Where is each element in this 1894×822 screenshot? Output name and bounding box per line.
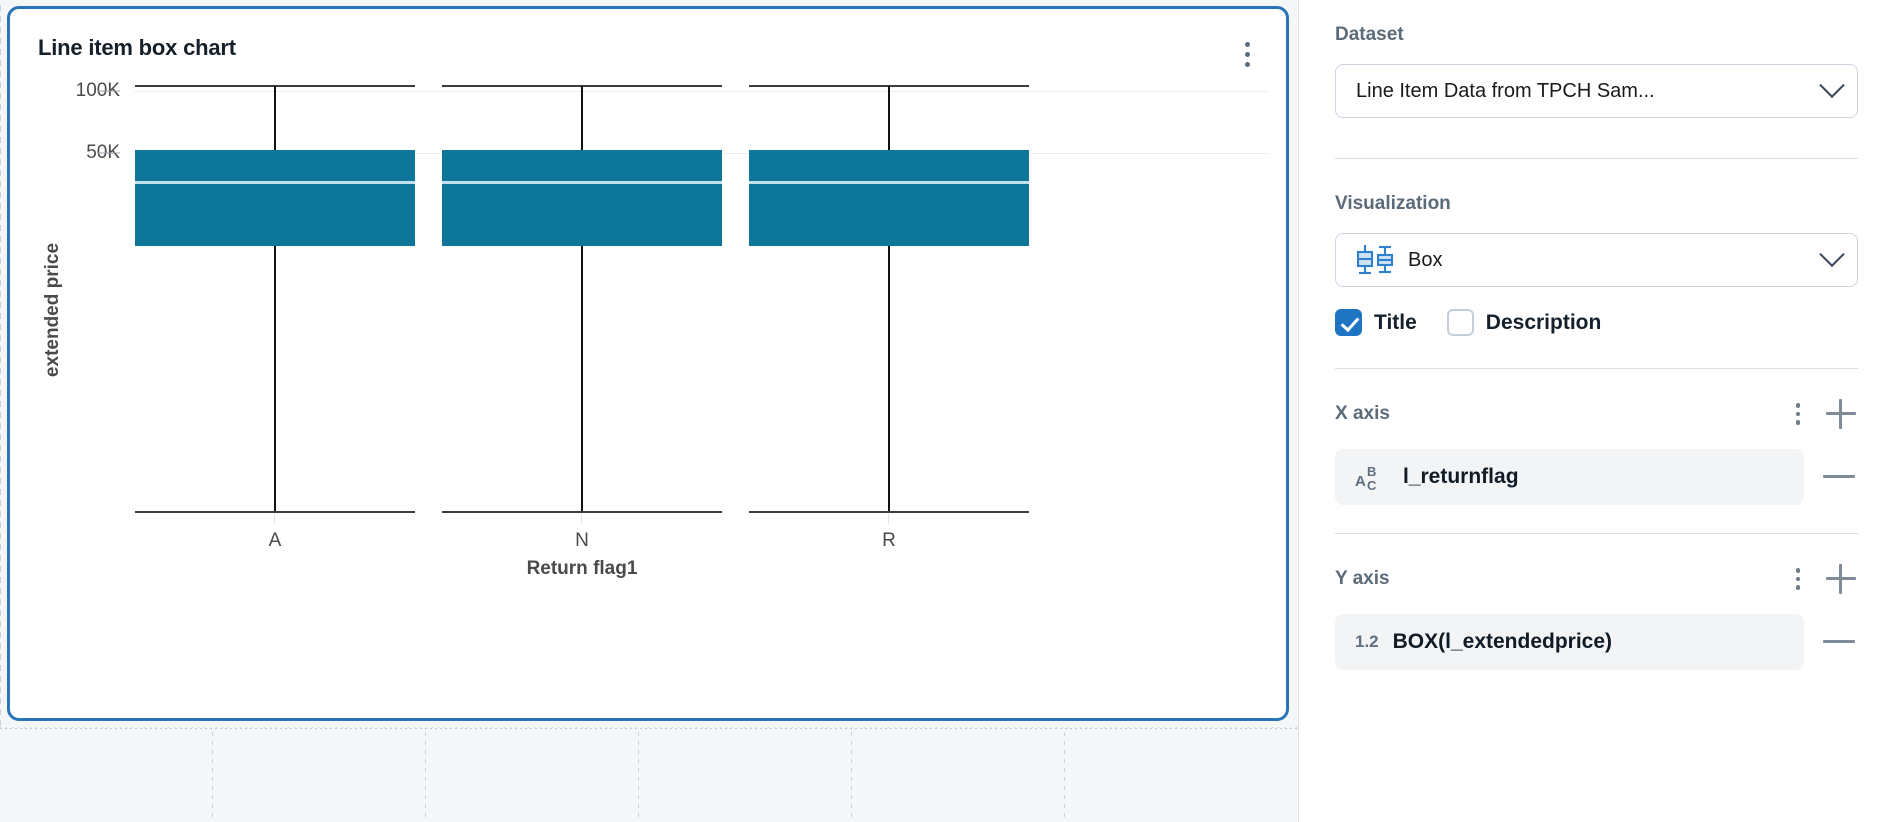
- grid-column-divider: [425, 732, 426, 822]
- y-axis-plus-icon[interactable]: [1824, 562, 1858, 596]
- box-iqr: [749, 150, 1029, 246]
- visualization-toggles: Title Description: [1335, 309, 1858, 336]
- whisker-line-lower: [888, 246, 890, 512]
- dataset-select[interactable]: Line Item Data from TPCH Sam...: [1335, 64, 1858, 118]
- visualization-label: Visualization: [1335, 193, 1451, 214]
- x-axis-kebab-menu-icon[interactable]: [1788, 400, 1808, 428]
- y-tick-label: 100K: [75, 80, 120, 101]
- whisker-line-upper: [888, 86, 890, 150]
- whisker-cap-lower: [749, 511, 1029, 513]
- y-tick-mark: [98, 90, 120, 92]
- box-group-r[interactable]: R: [749, 9, 1029, 718]
- x-tick-mark: [888, 514, 889, 524]
- box-median-line: [442, 181, 722, 184]
- x-axis-field-row: A B C l_returnflag: [1335, 449, 1858, 505]
- box-plot-icon: [1356, 243, 1396, 277]
- grid-column-divider: [638, 732, 639, 822]
- dataset-section-header: Dataset: [1335, 24, 1858, 46]
- visualization-select-value: Box: [1408, 248, 1443, 271]
- x-tick-mark: [581, 514, 582, 524]
- box-iqr: [442, 150, 722, 246]
- title-checkbox-label: Title: [1374, 310, 1417, 334]
- description-checkbox[interactable]: [1446, 309, 1474, 336]
- whisker-cap-lower: [135, 511, 415, 513]
- dataset-select-value: Line Item Data from TPCH Sam...: [1356, 79, 1655, 102]
- box-group-a[interactable]: A: [135, 9, 415, 718]
- x-axis-section-header: X axis: [1335, 397, 1858, 431]
- y-axis-section-header: Y axis: [1335, 562, 1858, 596]
- x-tick-mark: [274, 514, 275, 524]
- grid-column-divider: [851, 732, 852, 822]
- visualization-select[interactable]: Box: [1335, 233, 1858, 287]
- x-axis-field-chip[interactable]: A B C l_returnflag: [1335, 449, 1804, 505]
- chart-card[interactable]: Line item box chart extended price 100K …: [7, 6, 1289, 721]
- x-axis-title: Return flag1: [526, 558, 638, 579]
- x-tick-label: A: [268, 530, 282, 551]
- svg-text:C: C: [1367, 478, 1377, 492]
- y-axis-field-chip[interactable]: 1.2 BOX(l_extendedprice): [1335, 614, 1804, 670]
- y-axis-ticks: 100K 50K: [10, 9, 120, 718]
- dashboard-canvas: Line item box chart extended price 100K …: [0, 0, 1299, 822]
- whisker-line-upper: [274, 86, 276, 150]
- abc-string-icon: A B C: [1355, 462, 1389, 493]
- canvas-grid-columns: [0, 728, 1298, 822]
- box-group-n[interactable]: N: [442, 9, 722, 718]
- y-axis-field-name: BOX(l_extendedprice): [1392, 630, 1613, 653]
- divider: [1335, 368, 1858, 369]
- whisker-line-lower: [274, 246, 276, 512]
- x-tick-label: R: [882, 530, 896, 551]
- whisker-line-upper: [581, 86, 583, 150]
- chevron-down-icon: [1819, 72, 1845, 99]
- whisker-cap-lower: [442, 511, 722, 513]
- config-panel: Dataset Line Item Data from TPCH Sam... …: [1299, 0, 1894, 822]
- dataset-label: Dataset: [1335, 24, 1404, 45]
- chart-kebab-menu-icon[interactable]: [1234, 37, 1260, 71]
- gridline-100k: [134, 91, 1268, 92]
- y-tick-mark: [98, 152, 120, 154]
- chevron-down-icon: [1819, 241, 1845, 268]
- box-median-line: [135, 181, 415, 184]
- box-plot: extended price 100K 50K: [10, 9, 1286, 718]
- y-axis-field-row: 1.2 BOX(l_extendedprice): [1335, 614, 1858, 670]
- grid-column-divider: [1064, 732, 1065, 822]
- chart-title: Line item box chart: [38, 35, 236, 60]
- svg-text:A: A: [1355, 473, 1366, 490]
- svg-text:B: B: [1367, 464, 1376, 479]
- x-axis-field-name: l_returnflag: [1403, 465, 1519, 488]
- whisker-line-lower: [581, 246, 583, 512]
- title-checkbox[interactable]: [1335, 309, 1362, 336]
- y-axis-kebab-menu-icon[interactable]: [1788, 565, 1808, 593]
- box-iqr: [135, 150, 415, 246]
- y-axis-remove-field-icon[interactable]: [1820, 623, 1858, 661]
- x-axis-plus-icon[interactable]: [1824, 397, 1858, 431]
- visualization-section-header: Visualization: [1335, 193, 1858, 215]
- x-axis-remove-field-icon[interactable]: [1820, 458, 1858, 496]
- divider: [1335, 533, 1858, 534]
- x-tick-label: N: [575, 530, 589, 551]
- grid-column-divider: [212, 732, 213, 822]
- divider: [1335, 158, 1858, 159]
- y-axis-label: Y axis: [1335, 568, 1390, 589]
- description-checkbox-label: Description: [1485, 310, 1602, 334]
- x-axis-label: X axis: [1335, 403, 1390, 424]
- box-median-line: [749, 181, 1029, 184]
- number-12-icon: 1.2: [1355, 632, 1379, 651]
